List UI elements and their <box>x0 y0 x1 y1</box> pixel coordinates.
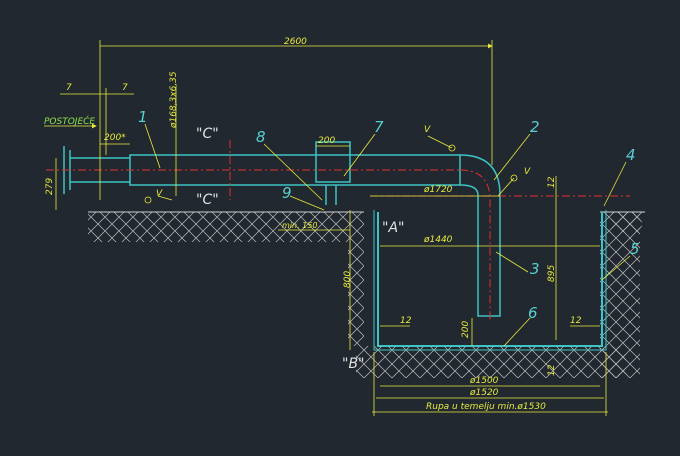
dim-1520: ø1520 <box>469 388 499 398</box>
dim-2600: 2600 <box>284 37 307 47</box>
dim-800: 800 <box>343 271 353 288</box>
callout-8: 8 <box>256 128 266 146</box>
section-c-top: "C" <box>196 126 219 142</box>
detail-a: "A" <box>382 220 404 236</box>
dim-12-right: 12 <box>570 316 582 326</box>
callout-7: 7 <box>374 118 384 136</box>
dimension-lines <box>44 40 608 416</box>
section-c-bottom: "C" <box>196 192 219 208</box>
dim-1720: ø1720 <box>423 185 453 195</box>
callout-3: 3 <box>530 260 540 278</box>
callout-4: 4 <box>626 146 636 164</box>
dim-200-clearance: 200 <box>461 321 471 338</box>
dim-279: 279 <box>45 178 55 195</box>
weld-label-3: V <box>156 189 163 199</box>
dim-min-150: min. 150 <box>282 221 317 230</box>
pipe-spec: ø168,3x6,35 <box>169 71 179 129</box>
dim-1500: ø1500 <box>469 376 499 386</box>
callout-1: 1 <box>138 108 148 126</box>
dim-12-top: 12 <box>547 176 557 188</box>
weld-marker-3 <box>144 196 152 204</box>
label-existing: POSTOJEĆE <box>44 115 95 127</box>
callout-5: 5 <box>630 240 640 258</box>
weld-marker-2 <box>510 174 518 182</box>
dim-200-star: 200* <box>104 133 126 143</box>
dim-7-right: 7 <box>122 83 128 93</box>
callout-6: 6 <box>528 304 538 322</box>
callout-2: 2 <box>530 118 540 136</box>
leader-lines <box>144 123 631 347</box>
hole-note: Rupa u temelju min.ø1530 <box>426 402 546 412</box>
weld-label-2: V <box>524 167 531 177</box>
dim-7-left: 7 <box>66 83 72 93</box>
dim-1440: ø1440 <box>423 235 453 245</box>
ground-hatching <box>88 211 645 378</box>
dim-12-left: 12 <box>400 316 412 326</box>
detail-b: "B" <box>342 356 364 372</box>
callout-9: 9 <box>282 184 292 202</box>
dim-12-bottom: 12 <box>547 364 557 376</box>
foundation-pit <box>373 210 607 351</box>
weld-label-1: V <box>424 125 431 135</box>
dim-200-box: 200 <box>318 136 335 146</box>
dim-895: 895 <box>547 265 557 282</box>
weld-marker-1 <box>448 144 456 152</box>
